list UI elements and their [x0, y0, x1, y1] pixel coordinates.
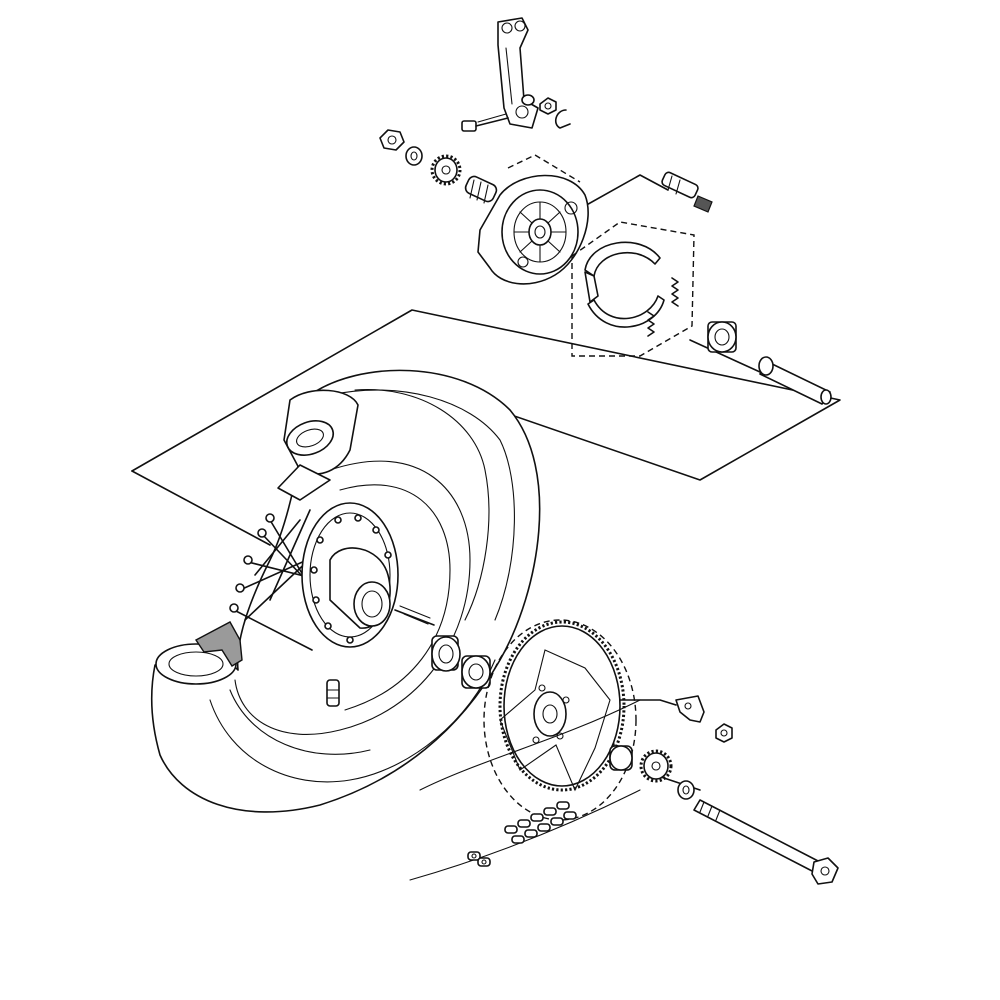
- brake-panel: [477, 174, 589, 285]
- brake-arm-bolt: [461, 113, 509, 132]
- brake-arm-washer: [521, 94, 535, 106]
- sprocket-collar: [609, 745, 633, 771]
- rear-axle: [693, 799, 839, 885]
- axle-nut-top: [379, 129, 405, 151]
- hub-bolt: [394, 605, 435, 626]
- hub: [301, 502, 399, 648]
- adjuster-nut: [715, 723, 733, 743]
- sensor-gear-bottom: [639, 749, 673, 783]
- bearing-top: [707, 321, 737, 353]
- washer-top: [405, 146, 423, 166]
- sprocket: [498, 620, 626, 792]
- shoe-springs: [647, 277, 679, 337]
- brake-arm: [497, 17, 539, 129]
- spring-top: [464, 175, 498, 204]
- drive-chain: [409, 699, 641, 881]
- hub-bearings: [431, 635, 491, 689]
- washer-bottom: [677, 780, 695, 800]
- chain-adjuster-plate: [675, 695, 705, 723]
- brake-shoe-kit: [571, 221, 695, 357]
- axle-spacer: [758, 356, 832, 405]
- brake-cable-fitting: [661, 171, 713, 213]
- wheel-sensor-gear-top: [430, 154, 462, 186]
- brake-arm-nut: [539, 97, 557, 115]
- tube-valve: [326, 679, 340, 707]
- brake-shoes: [584, 241, 665, 328]
- brake-arm-clip: [554, 109, 571, 129]
- inner-tube: [277, 389, 359, 501]
- chain-master-link: [467, 851, 491, 867]
- rim-lock: [194, 621, 243, 667]
- sprocket-guard: [483, 619, 637, 821]
